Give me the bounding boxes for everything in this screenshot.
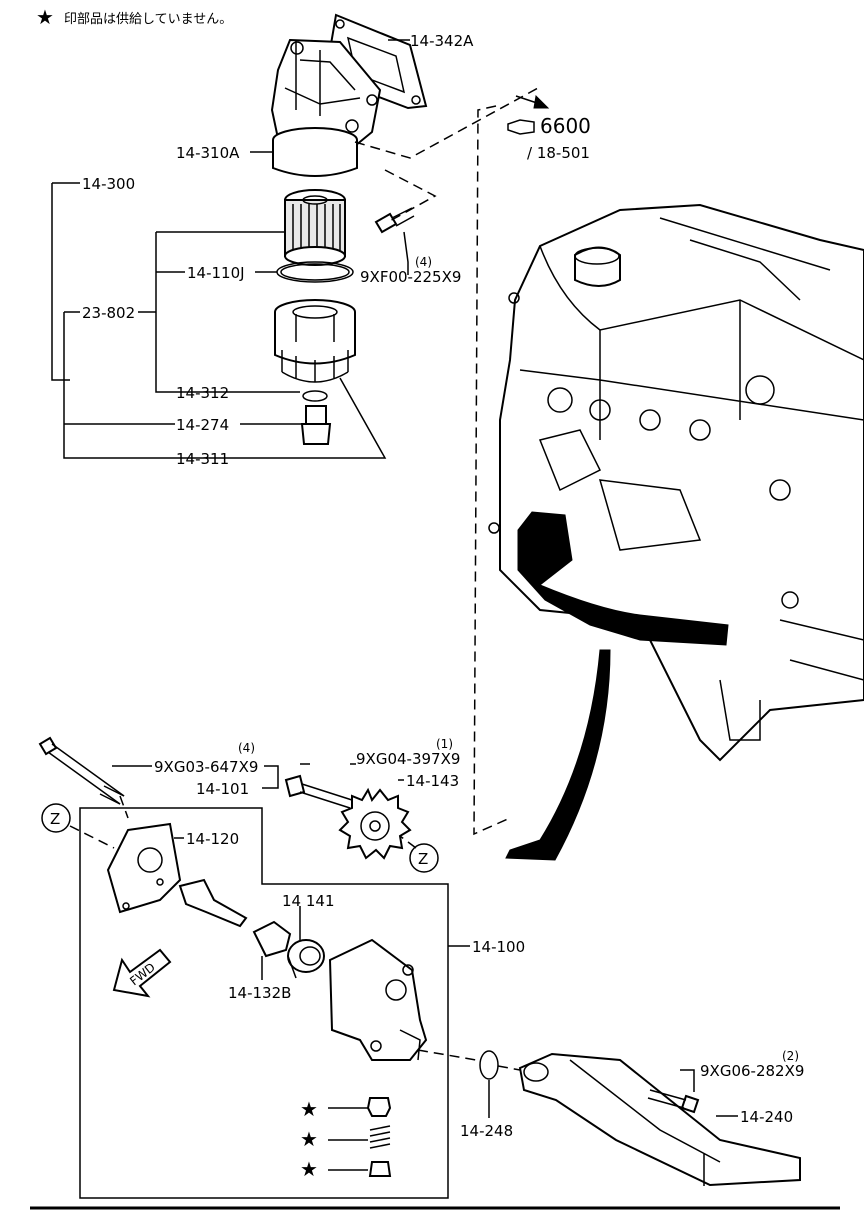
label-14-110J: 14-110J xyxy=(187,264,245,282)
oil-strainer-14-240 xyxy=(518,1052,801,1187)
label-bolt-9XG06: 9XG06-282X9 xyxy=(700,1062,804,1080)
sprocket-14-143 xyxy=(338,787,412,860)
svg-text:Z: Z xyxy=(418,850,428,868)
bolt-9XG06 xyxy=(647,1089,700,1114)
label-bolt-9XG04-qty: (1) xyxy=(436,737,453,751)
label-14-310A: 14-310A xyxy=(176,144,240,162)
drain-plug-14-274 xyxy=(300,405,332,445)
inner-rotor-14-132B xyxy=(252,920,292,958)
label-bolt-9XF00: 9XF00-225X9 xyxy=(360,268,461,286)
label-ref-6600: 6600 xyxy=(540,114,591,138)
label-ref-18-501: / 18-501 xyxy=(527,144,590,162)
leader-lines-bottom xyxy=(69,763,738,1118)
bolt-9XG04 xyxy=(284,774,353,809)
fwd-arrow: FWD xyxy=(112,948,172,998)
star-mark-valve: ★ xyxy=(300,1097,318,1121)
relief-valve-parts: ★ ★ ★ xyxy=(300,1097,392,1181)
svg-text:Z: Z xyxy=(50,810,60,828)
label-bolt-9XG03-qty: (4) xyxy=(238,741,255,755)
label-bolt-9XG03: 9XG03-647X9 xyxy=(154,758,258,776)
label-14-141: 14 141 xyxy=(282,892,335,910)
label-14-312: 14-312 xyxy=(176,384,229,402)
outer-rotor-14-141 xyxy=(287,939,325,979)
supply-note: ★ 印部品は供給していません。 xyxy=(36,5,232,29)
oil-filler-cap xyxy=(574,246,621,287)
z-marker-right: Z xyxy=(409,843,439,873)
bolt-9XG03 xyxy=(38,736,125,805)
label-bolt-9XG04: 9XG04-397X9 xyxy=(356,750,460,768)
label-bolt-9XF00-qty: (4) xyxy=(415,255,432,269)
pump-body-14-100 xyxy=(328,938,428,1061)
label-14-100: 14-100 xyxy=(472,938,525,956)
label-14-248: 14-248 xyxy=(460,1122,513,1140)
label-14-274: 14-274 xyxy=(176,416,229,434)
reference-arrow xyxy=(507,94,550,135)
bolt-9XF00 xyxy=(374,207,415,234)
o-ring-14-248 xyxy=(479,1050,499,1080)
cover-plate-14-120 xyxy=(106,822,182,914)
star-mark-seat: ★ xyxy=(300,1157,318,1181)
leader-lines-top xyxy=(51,39,539,836)
star-mark: ★ xyxy=(36,5,54,29)
filter-cap-14-311 xyxy=(274,299,356,383)
label-14-342A: 14-342A xyxy=(410,32,474,50)
filter-housing-14-310A xyxy=(270,38,382,177)
label-14-132B: 14-132B xyxy=(228,984,291,1002)
label-14-143: 14-143 xyxy=(406,772,459,790)
engine-block xyxy=(488,203,864,762)
label-14-120: 14-120 xyxy=(186,830,239,848)
label-23-802: 23-802 xyxy=(82,304,135,322)
star-mark-spring: ★ xyxy=(300,1127,318,1151)
note-text: 印部品は供給していません。 xyxy=(64,12,232,27)
hand-pointer-icon xyxy=(507,119,535,135)
pointer-arrow xyxy=(505,649,611,861)
pump-shaft xyxy=(178,878,248,928)
o-ring-14-312 xyxy=(302,390,328,402)
label-14-311: 14-311 xyxy=(176,450,229,468)
oil-strainer-highlight xyxy=(517,511,729,646)
oil-filter-element-14-300 xyxy=(284,189,346,266)
label-14-240: 14-240 xyxy=(740,1108,793,1126)
z-marker-top: Z xyxy=(41,803,71,833)
pump-frame xyxy=(79,807,449,1199)
label-14-300: 14-300 xyxy=(82,175,135,193)
label-bolt-9XG06-qty: (2) xyxy=(782,1049,799,1063)
label-14-101: 14-101 xyxy=(196,780,249,798)
